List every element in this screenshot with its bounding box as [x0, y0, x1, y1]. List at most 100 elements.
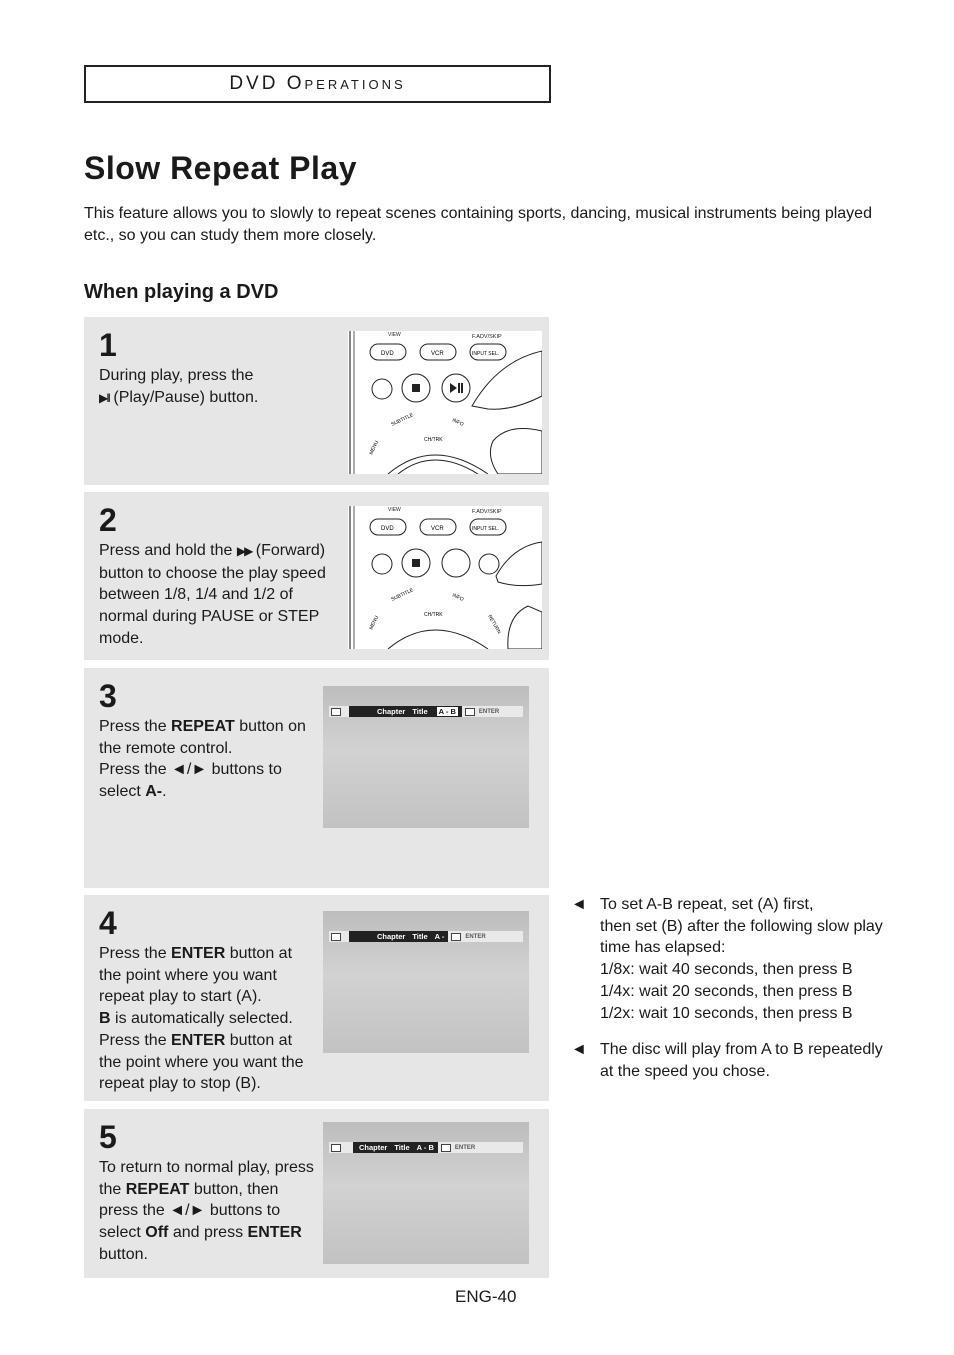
step-text-part: and press [172, 1224, 244, 1242]
section-header: DVD Operations [84, 65, 551, 103]
step-number: 4 [99, 905, 117, 941]
tv-screen: Chapter Title A - B ENTER [323, 686, 529, 828]
osd-title: Title [412, 707, 428, 716]
repeat-osd-bar: Chapter Title A - B ENTER [329, 1142, 523, 1153]
step-text-part: (Forward) button to choose the play spee… [99, 542, 326, 647]
step-text: To return to normal play, press the REPE… [99, 1157, 314, 1266]
note-ab-timing: ◄ To set A-B repeat, set (A) first, then… [571, 894, 901, 1024]
remote-dvd-label: DVD [381, 351, 394, 357]
remote-vcr-label: VCR [431, 526, 444, 532]
note-line: The disc will play from A to B repeatedl… [600, 1041, 883, 1058]
step-text: Press and hold the ▶▶ (Forward) button t… [99, 540, 331, 650]
step-4: 4 Press the ENTER button at the point wh… [84, 895, 549, 1101]
osd-ab: A - [434, 932, 445, 941]
left-right-arrows-icon: ◄/► [171, 761, 208, 779]
step-5: 5 To return to normal play, press the RE… [84, 1109, 549, 1278]
repeat-icon [331, 707, 341, 716]
step-text-part: (Play/Pause) button. [113, 388, 259, 406]
remote-view-label: VIEW [388, 332, 401, 338]
osd-chapter: Chapter [377, 707, 406, 716]
step-2: 2 Press and hold the ▶▶ (Forward) button… [84, 492, 549, 660]
repeat-icon [331, 932, 341, 941]
osd-chapter: Chapter [359, 1143, 388, 1152]
remote-info-label: INFO [451, 592, 464, 603]
step-text-bold: ENTER [247, 1224, 302, 1242]
subheading: When playing a DVD [84, 281, 279, 303]
osd-enter: ENTER [454, 1144, 476, 1151]
remote-chtrk-label: CH/TRK [424, 437, 443, 443]
osd-ab: A - B [436, 707, 458, 716]
page-title: Slow Repeat Play [84, 150, 357, 186]
step-text-part: button. [99, 1245, 148, 1263]
step-text-part: is automatically selected. [115, 1010, 293, 1028]
remote-menu-label: MENU [368, 615, 380, 631]
section-header-label: DVD Operations [229, 73, 406, 94]
remote-control-illustration: VIEW F.ADV/SKIP DVD VCR INPUT SEL. SUBTI… [348, 331, 542, 474]
note-line: time has elapsed: [600, 939, 726, 957]
remote-input-label: INPUT SEL. [472, 351, 499, 357]
step-number: 1 [99, 327, 117, 363]
off-icon [451, 932, 462, 941]
repeat-icon [331, 1143, 341, 1152]
step-text-part: Press the [99, 945, 167, 962]
step-text-bold: ENTER [171, 945, 226, 962]
note-line: 1/8x: wait 40 seconds, then press B [600, 961, 853, 979]
note-arrow-icon: ◄ [571, 896, 587, 913]
step-text-part: Press and hold the [99, 542, 233, 559]
step-text-part: buttons to select [99, 1202, 281, 1242]
step-text-part: . [162, 783, 167, 801]
remote-view-label: VIEW [388, 507, 401, 513]
page-number: ENG-40 [455, 1287, 517, 1306]
step-text-bold: Off [145, 1224, 169, 1242]
step-text-bold: B [99, 1010, 111, 1028]
osd-enter: ENTER [478, 708, 500, 715]
osd-enter: ENTER [465, 933, 486, 940]
off-icon [440, 1143, 451, 1152]
remote-fadv-label: F.ADV/SKIP [472, 509, 502, 515]
remote-info-label: INFO [451, 417, 464, 428]
step-text-bold: ENTER [171, 1031, 226, 1049]
left-right-arrows-icon: ◄/► [169, 1202, 206, 1220]
step-text: Press the ENTER button at the point wher… [99, 943, 309, 1095]
repeat-osd-bar: Chapter Title A - B ENTER [329, 706, 523, 717]
step-text-part: button on the remote control. [99, 718, 306, 757]
step-text: During play, press the ▶II (Play/Pause) … [99, 365, 299, 409]
intro-paragraph: This feature allows you to slowly to rep… [84, 205, 872, 244]
step-number: 3 [99, 678, 117, 714]
note-line: then set (B) after the following slow pl… [600, 917, 883, 935]
remote-chtrk-label: CH/TRK [424, 612, 443, 618]
step-3: 3 Press the REPEAT button on the remote … [84, 668, 549, 888]
note-arrow-icon: ◄ [571, 1041, 587, 1058]
tv-screen: Chapter Title A - ENTER [323, 911, 529, 1053]
note-repeat: ◄ The disc will play from A to B repeate… [571, 1039, 901, 1082]
step-text-bold: A- [145, 783, 163, 801]
step-text-part: Press the [99, 761, 167, 779]
step-text: Press the REPEAT button on the remote co… [99, 716, 319, 803]
step-text-bold: REPEAT [171, 718, 235, 735]
step-text-part: button, then press the [99, 1180, 279, 1220]
step-text-part: button at the point where you want the r… [99, 1031, 304, 1093]
remote-input-label: INPUT SEL. [472, 526, 499, 532]
remote-dvd-label: DVD [381, 526, 394, 532]
note-line: To set A-B repeat, set (A) first, [600, 896, 814, 913]
remote-menu-label: MENU [368, 440, 380, 456]
off-icon [464, 707, 475, 716]
step-number: 5 [99, 1119, 117, 1155]
step-text-part: Press the [99, 718, 167, 735]
tv-screen: Chapter Title A - B ENTER [323, 1122, 529, 1264]
note-line: 1/2x: wait 10 seconds, then press B [600, 1004, 853, 1022]
note-line: at the speed you chose. [600, 1062, 770, 1080]
osd-chapter: Chapter [377, 932, 406, 941]
step-text-part: During play, press the [99, 367, 254, 384]
forward-icon: ▶▶ [236, 544, 254, 558]
remote-fadv-label: F.ADV/SKIP [472, 334, 502, 340]
osd-title: Title [394, 1143, 410, 1152]
step-text-part: button at the point where you want repea… [99, 945, 293, 1006]
osd-title: Title [412, 932, 428, 941]
play-pause-icon: ▶II [99, 390, 111, 405]
osd-ab: A - B [416, 1143, 434, 1152]
remote-control-illustration: VIEW F.ADV/SKIP DVD VCR INPUT SEL. SUBTI… [348, 506, 542, 649]
step-text-part: To return to normal play, press the [99, 1159, 314, 1198]
step-text-bold: REPEAT [125, 1180, 190, 1198]
step-text-part: Press the [99, 1031, 167, 1049]
